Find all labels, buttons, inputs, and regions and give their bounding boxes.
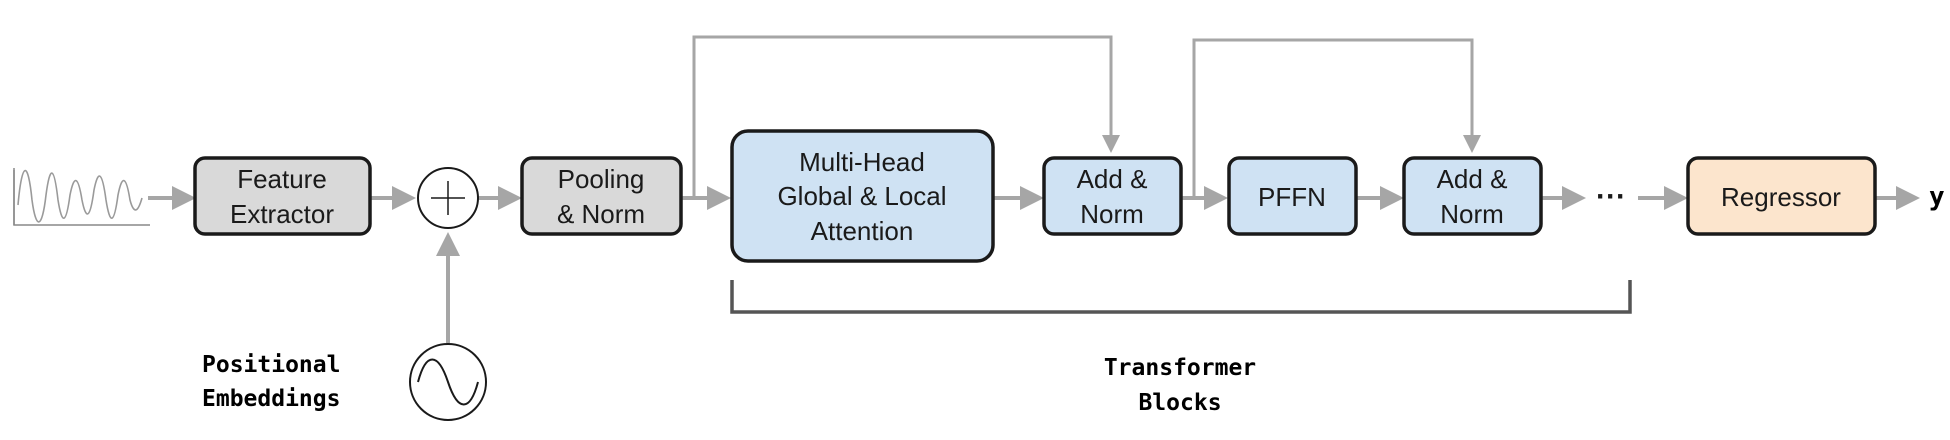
plus-circle-icon xyxy=(417,167,479,229)
transformer-blocks-bracket xyxy=(730,280,1632,314)
skip-connection-1 xyxy=(692,35,1120,198)
waveform-icon xyxy=(13,168,150,226)
svg-text:Embeddings: Embeddings xyxy=(202,386,340,412)
pffn-label: PFFN xyxy=(1258,182,1326,212)
positional-embeddings-label-line-1: Positional xyxy=(202,352,340,378)
sine-wave-icon xyxy=(409,343,487,421)
regressor-block: Regressor xyxy=(1686,156,1877,236)
skip-connection-2 xyxy=(1192,38,1481,198)
feature-extractor-block: Feature Extractor xyxy=(193,156,372,236)
svg-text:Blocks: Blocks xyxy=(1138,390,1221,416)
transformer-blocks-label-line-2: Blocks xyxy=(1138,390,1221,416)
ellipsis: ··· xyxy=(1596,180,1626,213)
svg-text:Norm: Norm xyxy=(1080,199,1144,229)
add-norm-2-label-line-1: Add & xyxy=(1437,164,1508,194)
svg-text:Attention: Attention xyxy=(811,216,914,246)
svg-text:Positional: Positional xyxy=(202,352,340,378)
svg-text:Feature: Feature xyxy=(237,164,327,194)
svg-text:Global & Local: Global & Local xyxy=(777,181,946,211)
svg-text:Add &: Add & xyxy=(1077,164,1148,194)
output-label: y xyxy=(1929,182,1945,212)
svg-text:Extractor: Extractor xyxy=(230,199,334,229)
add-norm-2-label-line-2: Norm xyxy=(1440,199,1504,229)
attention-label-line-3: Attention xyxy=(811,216,914,246)
svg-text:Transformer: Transformer xyxy=(1104,355,1256,381)
svg-text:Regressor: Regressor xyxy=(1721,182,1841,212)
pooling-norm-label-line-2: & Norm xyxy=(557,199,645,229)
feature-extractor-label-line-2: Extractor xyxy=(230,199,334,229)
svg-text:Norm: Norm xyxy=(1440,199,1504,229)
add-norm-block-1: Add & Norm xyxy=(1042,156,1183,236)
pooling-norm-label-line-1: Pooling xyxy=(558,164,645,194)
attention-label-line-2: Global & Local xyxy=(777,181,946,211)
svg-text:Add &: Add & xyxy=(1437,164,1508,194)
add-norm-block-2: Add & Norm xyxy=(1402,156,1543,236)
pffn-block: PFFN xyxy=(1227,156,1358,236)
attention-label-line-1: Multi-Head xyxy=(799,147,925,177)
positional-embeddings-label-line-2: Embeddings xyxy=(202,386,340,412)
svg-text:& Norm: & Norm xyxy=(557,199,645,229)
feature-extractor-label-line-1: Feature xyxy=(237,164,327,194)
pooling-norm-block: Pooling & Norm xyxy=(520,156,683,236)
svg-text:Multi-Head: Multi-Head xyxy=(799,147,925,177)
svg-text:Pooling: Pooling xyxy=(558,164,645,194)
add-norm-1-label-line-2: Norm xyxy=(1080,199,1144,229)
svg-text:PFFN: PFFN xyxy=(1258,182,1326,212)
add-norm-1-label-line-1: Add & xyxy=(1077,164,1148,194)
regressor-label: Regressor xyxy=(1721,182,1841,212)
transformer-blocks-label-line-1: Transformer xyxy=(1104,355,1256,381)
attention-block: Multi-Head Global & Local Attention xyxy=(730,129,995,263)
